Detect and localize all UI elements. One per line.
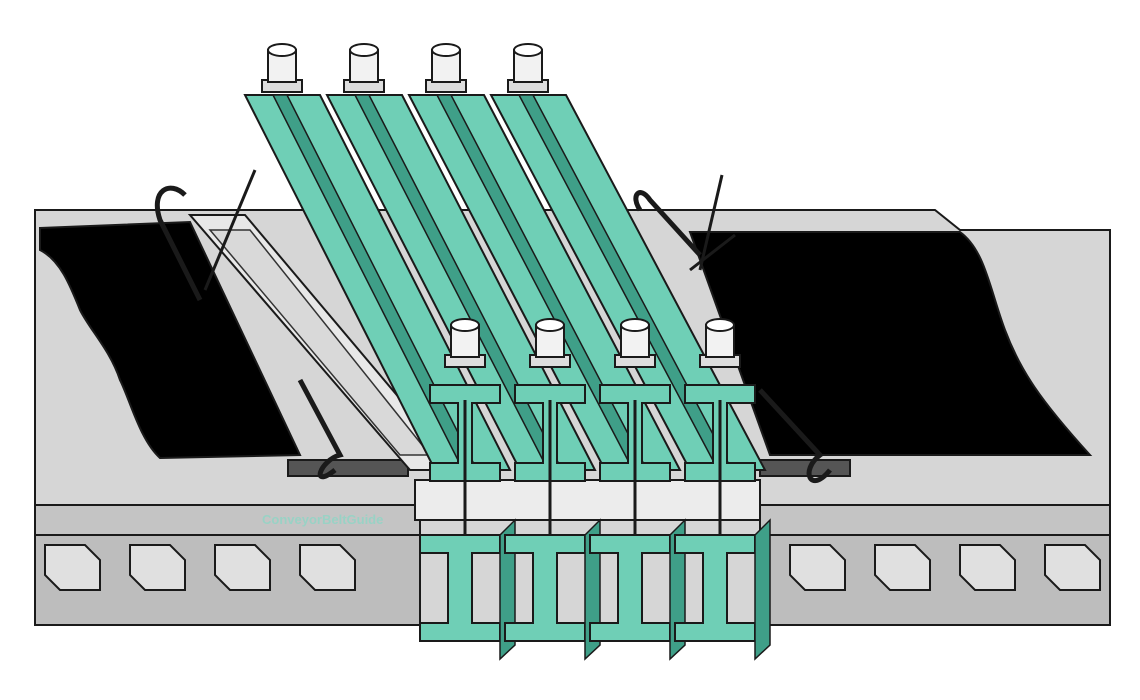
roller-block — [129, 544, 186, 591]
lower-beams — [419, 318, 771, 661]
clamp-hooks — [154, 169, 832, 484]
bolt-head-icon — [620, 318, 650, 332]
watermark: ConveyorBeltGuide — [262, 512, 383, 527]
roller-block — [214, 544, 271, 591]
bolt-head-icon — [349, 43, 379, 57]
bolt-head-icon — [450, 318, 480, 332]
roller-block — [959, 544, 1016, 591]
bolt-head-icon — [513, 43, 543, 57]
bolt-head-icon — [267, 43, 297, 57]
edge-bar-right — [759, 459, 851, 477]
belt-left — [39, 220, 302, 460]
cross-bar — [414, 479, 761, 521]
roller-block — [789, 544, 846, 591]
roller-block — [874, 544, 931, 591]
edge-bar-left — [287, 459, 409, 477]
bolt-head-icon — [431, 43, 461, 57]
roller-block — [1044, 544, 1101, 591]
upper-beams — [243, 43, 767, 471]
bolt-head-icon — [705, 318, 735, 332]
lower-beam-side — [754, 518, 771, 661]
belt-right — [688, 231, 1093, 456]
roller-block — [44, 544, 101, 591]
roller-block — [299, 544, 356, 591]
bolt-head-icon — [535, 318, 565, 332]
idler-roller-blocks — [44, 544, 1101, 591]
